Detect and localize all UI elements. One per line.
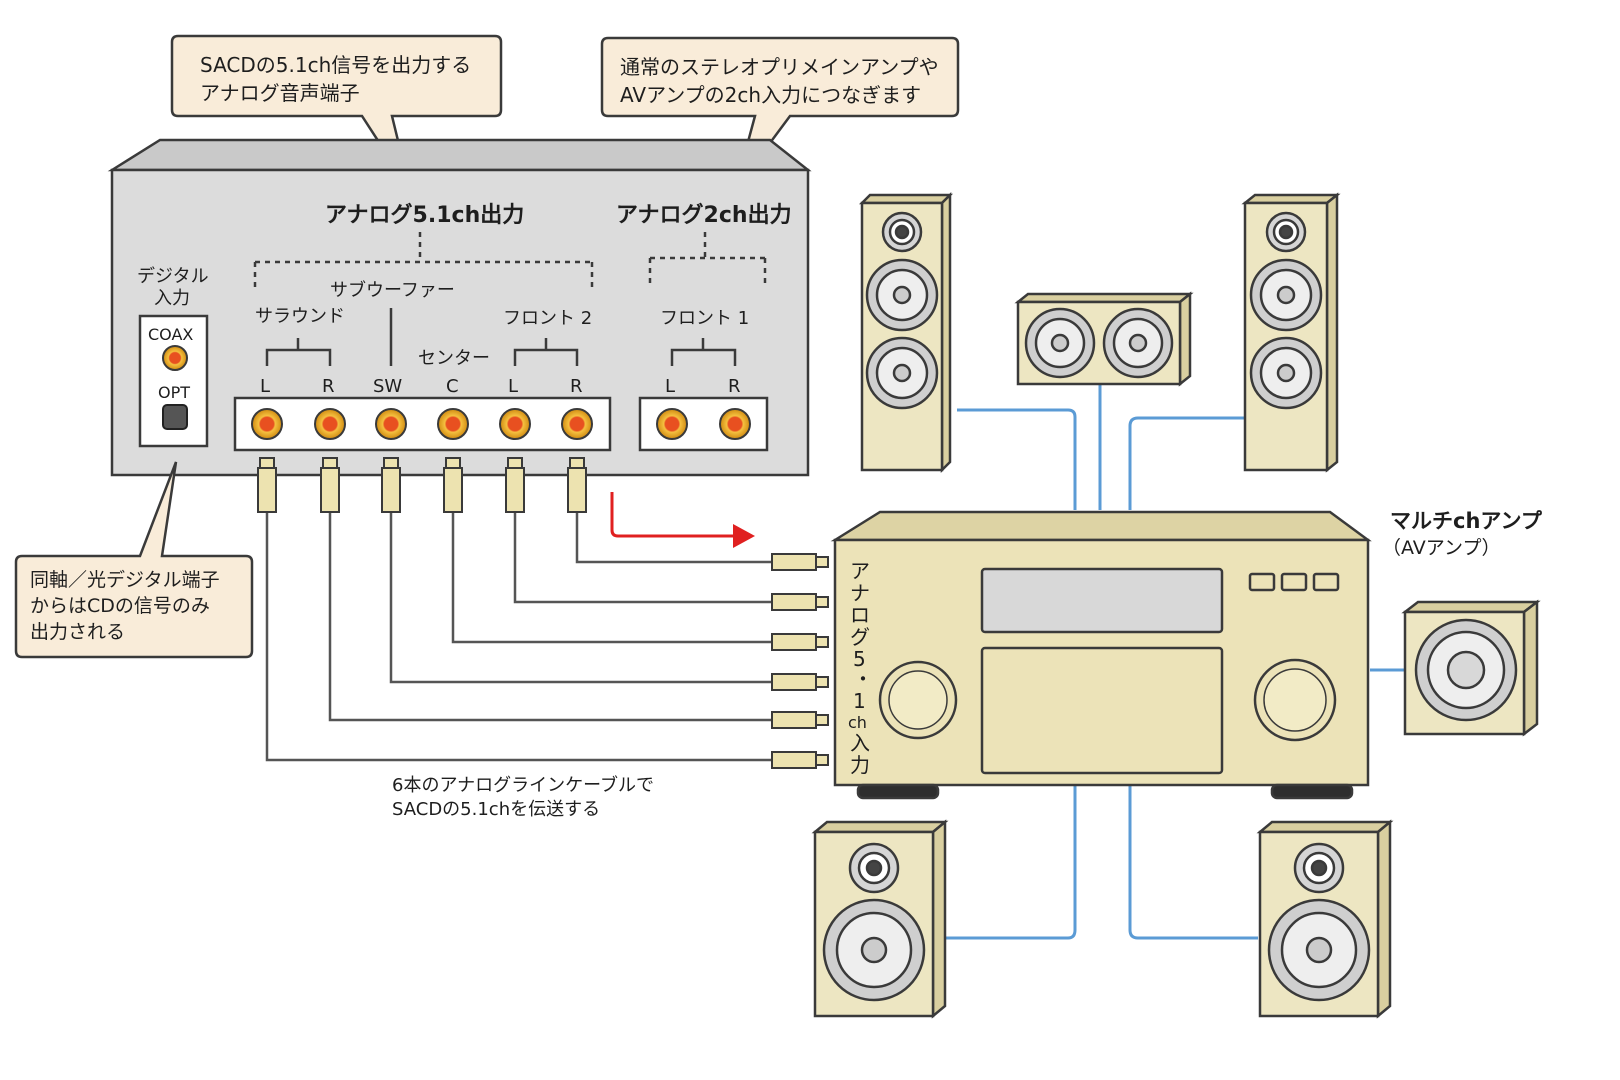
- amp-input-char-2: ナ: [850, 581, 870, 605]
- av-amplifier: [830, 510, 1372, 800]
- channel-label-sw: SW: [373, 376, 402, 397]
- surround-label: サラウンド: [255, 306, 345, 327]
- channel-label-front2-r: R: [570, 376, 583, 397]
- analog51-jacks: [251, 408, 593, 440]
- rca-jack-front2-r[interactable]: [561, 408, 593, 440]
- amp-input-char-9: 入: [850, 731, 870, 755]
- analog2-title: アナログ2ch出力: [616, 202, 792, 228]
- subwoofer-speaker: [1401, 599, 1541, 737]
- center-speaker: [1014, 291, 1194, 387]
- channel-label-front1-l: L: [665, 376, 675, 397]
- opt-label: OPT: [158, 383, 190, 402]
- channel-brackets: [265, 338, 737, 366]
- sacd-player: アナログ5.1ch出力 アナログ2ch出力 デジタル 入力 COAX OPT サ…: [107, 138, 812, 477]
- analog51-jack-panel: [233, 396, 612, 452]
- rca-jack-front2-l[interactable]: [499, 408, 531, 440]
- callout-sacd-line2: アナログ音声端子: [200, 81, 360, 105]
- amp-foot-right: [1270, 783, 1354, 800]
- callout-digital-note: 同軸／光デジタル端子 からはCDの信号のみ 出力される: [14, 461, 254, 659]
- subwoofer-label: サブウーファー: [330, 279, 455, 301]
- callout-stereo-2ch: 通常のステレオプリメインアンプや AVアンプの2ch入力につなぎます: [600, 36, 960, 191]
- amp-lower-panel: [980, 646, 1224, 775]
- amp-input-char-3: ロ: [850, 603, 870, 627]
- amp-title: マルチchアンプ: [1390, 509, 1543, 533]
- amp-input-char-10: 力: [850, 753, 870, 777]
- analog-cables: [265, 512, 782, 762]
- surround-left-speaker: [811, 819, 949, 1019]
- speaker-cables: [945, 384, 1405, 940]
- amp-input-char-6: ・: [853, 667, 873, 691]
- front1-label: フロント 1: [660, 308, 749, 329]
- amp-input-label: ア ナ ロ グ 5 ・ 1 ch 入 力: [848, 559, 873, 777]
- channel-label-surround-l: L: [260, 376, 270, 397]
- optical-jack[interactable]: [162, 404, 188, 430]
- analog2-bracket: [648, 232, 767, 286]
- front-right-speaker: [1241, 192, 1341, 473]
- front2-label: フロント 2: [503, 308, 592, 329]
- coax-jack[interactable]: [162, 345, 188, 371]
- analog51-title: アナログ5.1ch出力: [325, 202, 524, 228]
- center-label: センター: [418, 348, 490, 369]
- front-left-speaker: [858, 191, 954, 474]
- surround-right-speaker: [1256, 819, 1394, 1019]
- coax-label: COAX: [148, 325, 193, 344]
- rca-jack-front1-r[interactable]: [719, 408, 751, 440]
- digital-input-label-1: デジタル: [137, 266, 209, 287]
- digital-note-line2: からはCDの信号のみ: [30, 595, 210, 617]
- cable-plugs-amp: [771, 553, 829, 769]
- rca-jack-surround-r[interactable]: [314, 408, 346, 440]
- channel-label-center: C: [446, 376, 459, 397]
- amp-subtitle: （AVアンプ）: [1382, 537, 1500, 559]
- signal-arrow: [610, 492, 755, 548]
- digital-note-line3: 出力される: [30, 621, 125, 643]
- amp-button-1[interactable]: [1248, 572, 1276, 592]
- amp-input-char-7: 1: [853, 689, 866, 713]
- callout-stereo-line2: AVアンプの2ch入力につなぎます: [620, 83, 921, 107]
- analog2-jacks: [656, 408, 751, 440]
- amp-display: [980, 567, 1224, 634]
- cable-note-line1: 6本のアナログラインケーブルで: [392, 774, 654, 796]
- amp-foot-left: [856, 783, 940, 800]
- callout-sacd-analog: SACDの5.1ch信号を出力する アナログ音声端子: [170, 34, 503, 191]
- digital-input-label-2: 入力: [154, 288, 190, 309]
- channel-label-surround-r: R: [322, 376, 335, 397]
- amp-input-char-5: 5: [853, 647, 866, 671]
- amp-input-char-4: グ: [850, 625, 870, 649]
- digital-note-line1: 同軸／光デジタル端子: [30, 569, 220, 591]
- callout-stereo-line1: 通常のステレオプリメインアンプや: [620, 55, 939, 79]
- analog51-bracket: [253, 232, 594, 290]
- rca-jack-front1-l[interactable]: [656, 408, 688, 440]
- cable-note-line2: SACDの5.1chを伝送する: [392, 799, 600, 820]
- amp-button-2[interactable]: [1280, 572, 1308, 592]
- rca-jack-sw[interactable]: [375, 408, 407, 440]
- callout-sacd-line1: SACDの5.1ch信号を出力する: [200, 53, 471, 77]
- channel-label-front2-l: L: [508, 376, 518, 397]
- rca-jack-center[interactable]: [437, 408, 469, 440]
- amp-input-char-8: ch: [848, 713, 867, 732]
- amp-button-3[interactable]: [1312, 572, 1340, 592]
- channel-label-front1-r: R: [728, 376, 741, 397]
- amp-input-char-1: ア: [850, 559, 870, 583]
- rca-jack-surround-l[interactable]: [251, 408, 283, 440]
- cable-plugs-player: [257, 457, 587, 513]
